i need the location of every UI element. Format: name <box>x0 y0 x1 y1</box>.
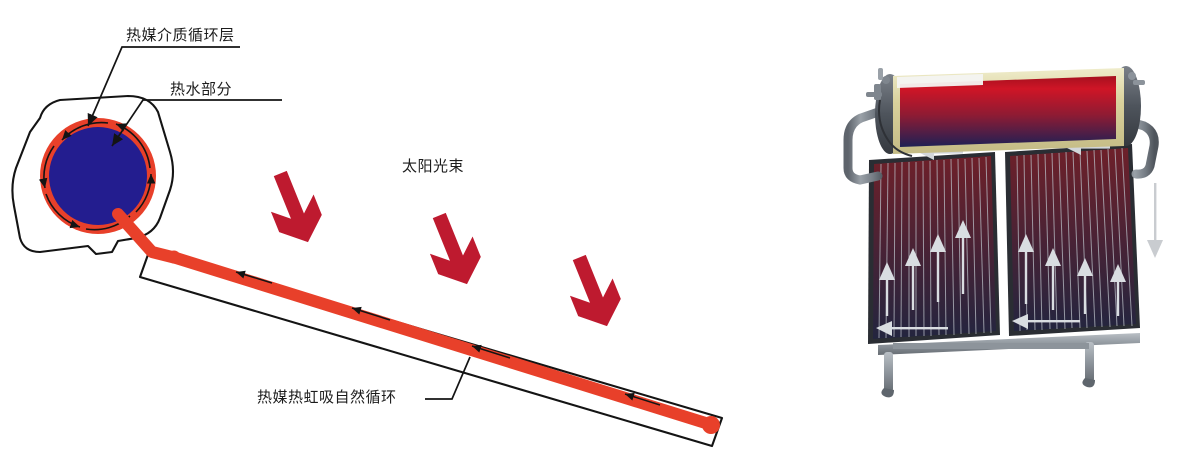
flow-arrows-left <box>879 220 971 316</box>
product-photo-group <box>843 66 1163 398</box>
riser-lines-left <box>878 156 992 339</box>
tank-inner-cylinder <box>900 76 1116 147</box>
label-hot-water-part: 热水部分 <box>170 80 233 98</box>
tank-highlight <box>897 74 983 88</box>
riser-lines-right <box>1016 147 1133 332</box>
collector-panel-right <box>1005 144 1140 336</box>
leader-circulation-layer <box>87 46 240 127</box>
hot-water-core <box>49 127 147 225</box>
leader-hot-water <box>111 99 282 147</box>
return-piping <box>843 105 889 185</box>
collector-panel-left <box>868 152 1000 344</box>
mounting-frame <box>878 333 1140 398</box>
label-circulation-layer: 热媒介质循环层 <box>126 26 235 44</box>
schematic-group <box>11 46 724 448</box>
sensor-cable <box>878 99 913 157</box>
bottom-arrow-left <box>876 321 948 336</box>
flow-arrows-right <box>1018 234 1126 316</box>
right-down-arrow <box>1147 183 1163 258</box>
heat-medium-pipe <box>112 208 720 434</box>
tank-valve-fittings-right <box>1128 72 1145 85</box>
tank-valve-fittings <box>866 68 890 100</box>
pipe-flow-arrows <box>235 270 661 406</box>
sun-beam-arrows <box>270 170 621 327</box>
label-natural-circulation: 热媒热虹吸自然循环 <box>257 388 397 406</box>
label-sun-beam: 太阳光束 <box>402 157 465 175</box>
sun-arrow-1 <box>270 170 322 243</box>
leader-natural-circulation <box>425 356 471 400</box>
bottom-arrow-right <box>1012 314 1080 329</box>
return-piping-right <box>1119 115 1159 179</box>
sun-arrow-2 <box>429 212 481 285</box>
sun-arrow-3 <box>569 254 621 327</box>
